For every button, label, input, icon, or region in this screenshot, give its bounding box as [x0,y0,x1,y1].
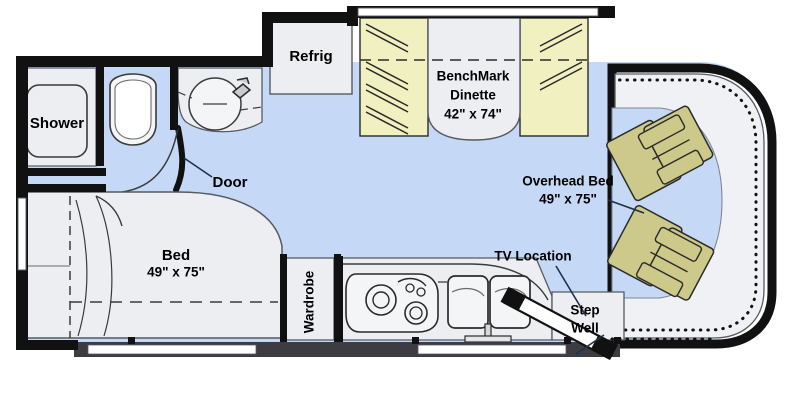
leader-lines-group [183,157,645,355]
chair-armrest-lower-b [635,262,684,298]
cooktop-burner-large-inner [372,291,390,309]
storage-bay-left [87,344,257,355]
leader-overhead-bed [607,199,645,214]
bathroom-group [17,67,263,193]
entry-door-group [500,286,618,361]
sink-basin-left [447,275,489,329]
wall-bottom-left-stub [16,340,78,350]
sink-faucet-base [464,335,512,343]
wall-post-a [128,337,135,344]
chair-detail-lower [650,251,688,273]
toilet [109,73,157,146]
bed-nightstand-lines [75,195,113,337]
leader-door [183,157,213,178]
label-wardrobe: Wardrobe [302,270,317,333]
wall-bath-divider-vertical [96,62,104,166]
wall-post-b [412,337,419,344]
dinette-right-belts [539,23,583,91]
walls-group [16,6,714,357]
wall-refrig-right [347,12,358,26]
overhead-bed-dotted-boundary [610,78,758,332]
wall-galley-back [337,256,343,342]
chair-armrest-lower-a [654,226,703,262]
label-dinette-name2: Dinette [450,88,496,103]
wardrobe-cabinet [285,257,335,341]
refrig-group [269,19,353,95]
cooktop-handle [397,277,427,287]
wall-vanity-divider [170,62,178,130]
cooktop-knob-b [416,287,426,297]
label-bed-size: 49" x 75" [147,265,205,280]
label-stepwell-1: Step [570,303,599,318]
cooktop-burner-small-inner [409,306,423,320]
wall-left-upper [16,56,28,168]
label-bed-name: Bed [162,247,190,264]
bathroom-door-panel [173,125,186,193]
label-stepwell-2: Well [571,321,599,336]
wall-refrig-left [262,12,273,67]
sink-basin-left-inner [451,287,485,297]
label-dinette-name1: BenchMark [437,69,510,84]
label-refrig: Refrig [289,48,332,65]
entry-door-handle [500,286,527,312]
chair-armrest-upper-b [656,149,704,185]
bathroom-faucet [231,77,252,99]
leader-step-well [575,334,605,355]
wall-top-left [16,56,268,67]
label-door: Door [213,174,248,191]
vanity-edge-dash-left [177,91,193,99]
wall-bath-bottom-2 [16,184,106,192]
wall-post-d [614,337,621,344]
cooktop-knob-a [405,283,415,293]
window-top-dinette [357,7,599,17]
cab-chairs-group [606,105,715,301]
cab-chair-lower [607,205,715,301]
leader-tv-location [555,265,587,317]
window-left-side [17,197,27,271]
label-tv-location: TV Location [494,249,571,264]
label-overbed-size: 49" x 75" [539,192,597,207]
bathroom-door-swing-arc [121,127,179,193]
label-dinette-size: 42" x 74" [444,107,502,122]
sink-basin-right-inner [494,287,527,297]
wardrobe-wall-left [280,254,287,342]
vanity-edge-dash-right [239,106,263,111]
dinette-table [427,17,521,141]
chair-detail-upper [652,139,690,161]
storage-bay-right [417,344,567,355]
galley-counter-front-curve [341,263,549,301]
cab-chair-upper [606,105,714,202]
wall-refrig-top [262,12,358,23]
refrig-cabinet [269,19,353,95]
toilet-seat-inner [114,79,152,140]
dinette-left-belts [365,23,409,135]
bed-corner-curve [95,195,123,227]
wall-post-c [564,337,571,344]
cab-nose-group [607,63,777,349]
chair-armrest-upper-a [637,114,686,150]
wall-bath-bottom [16,168,106,176]
label-shower: Shower [30,115,84,132]
label-overbed-name: Overhead Bed [522,174,614,189]
entry-door-hinge [590,334,618,361]
